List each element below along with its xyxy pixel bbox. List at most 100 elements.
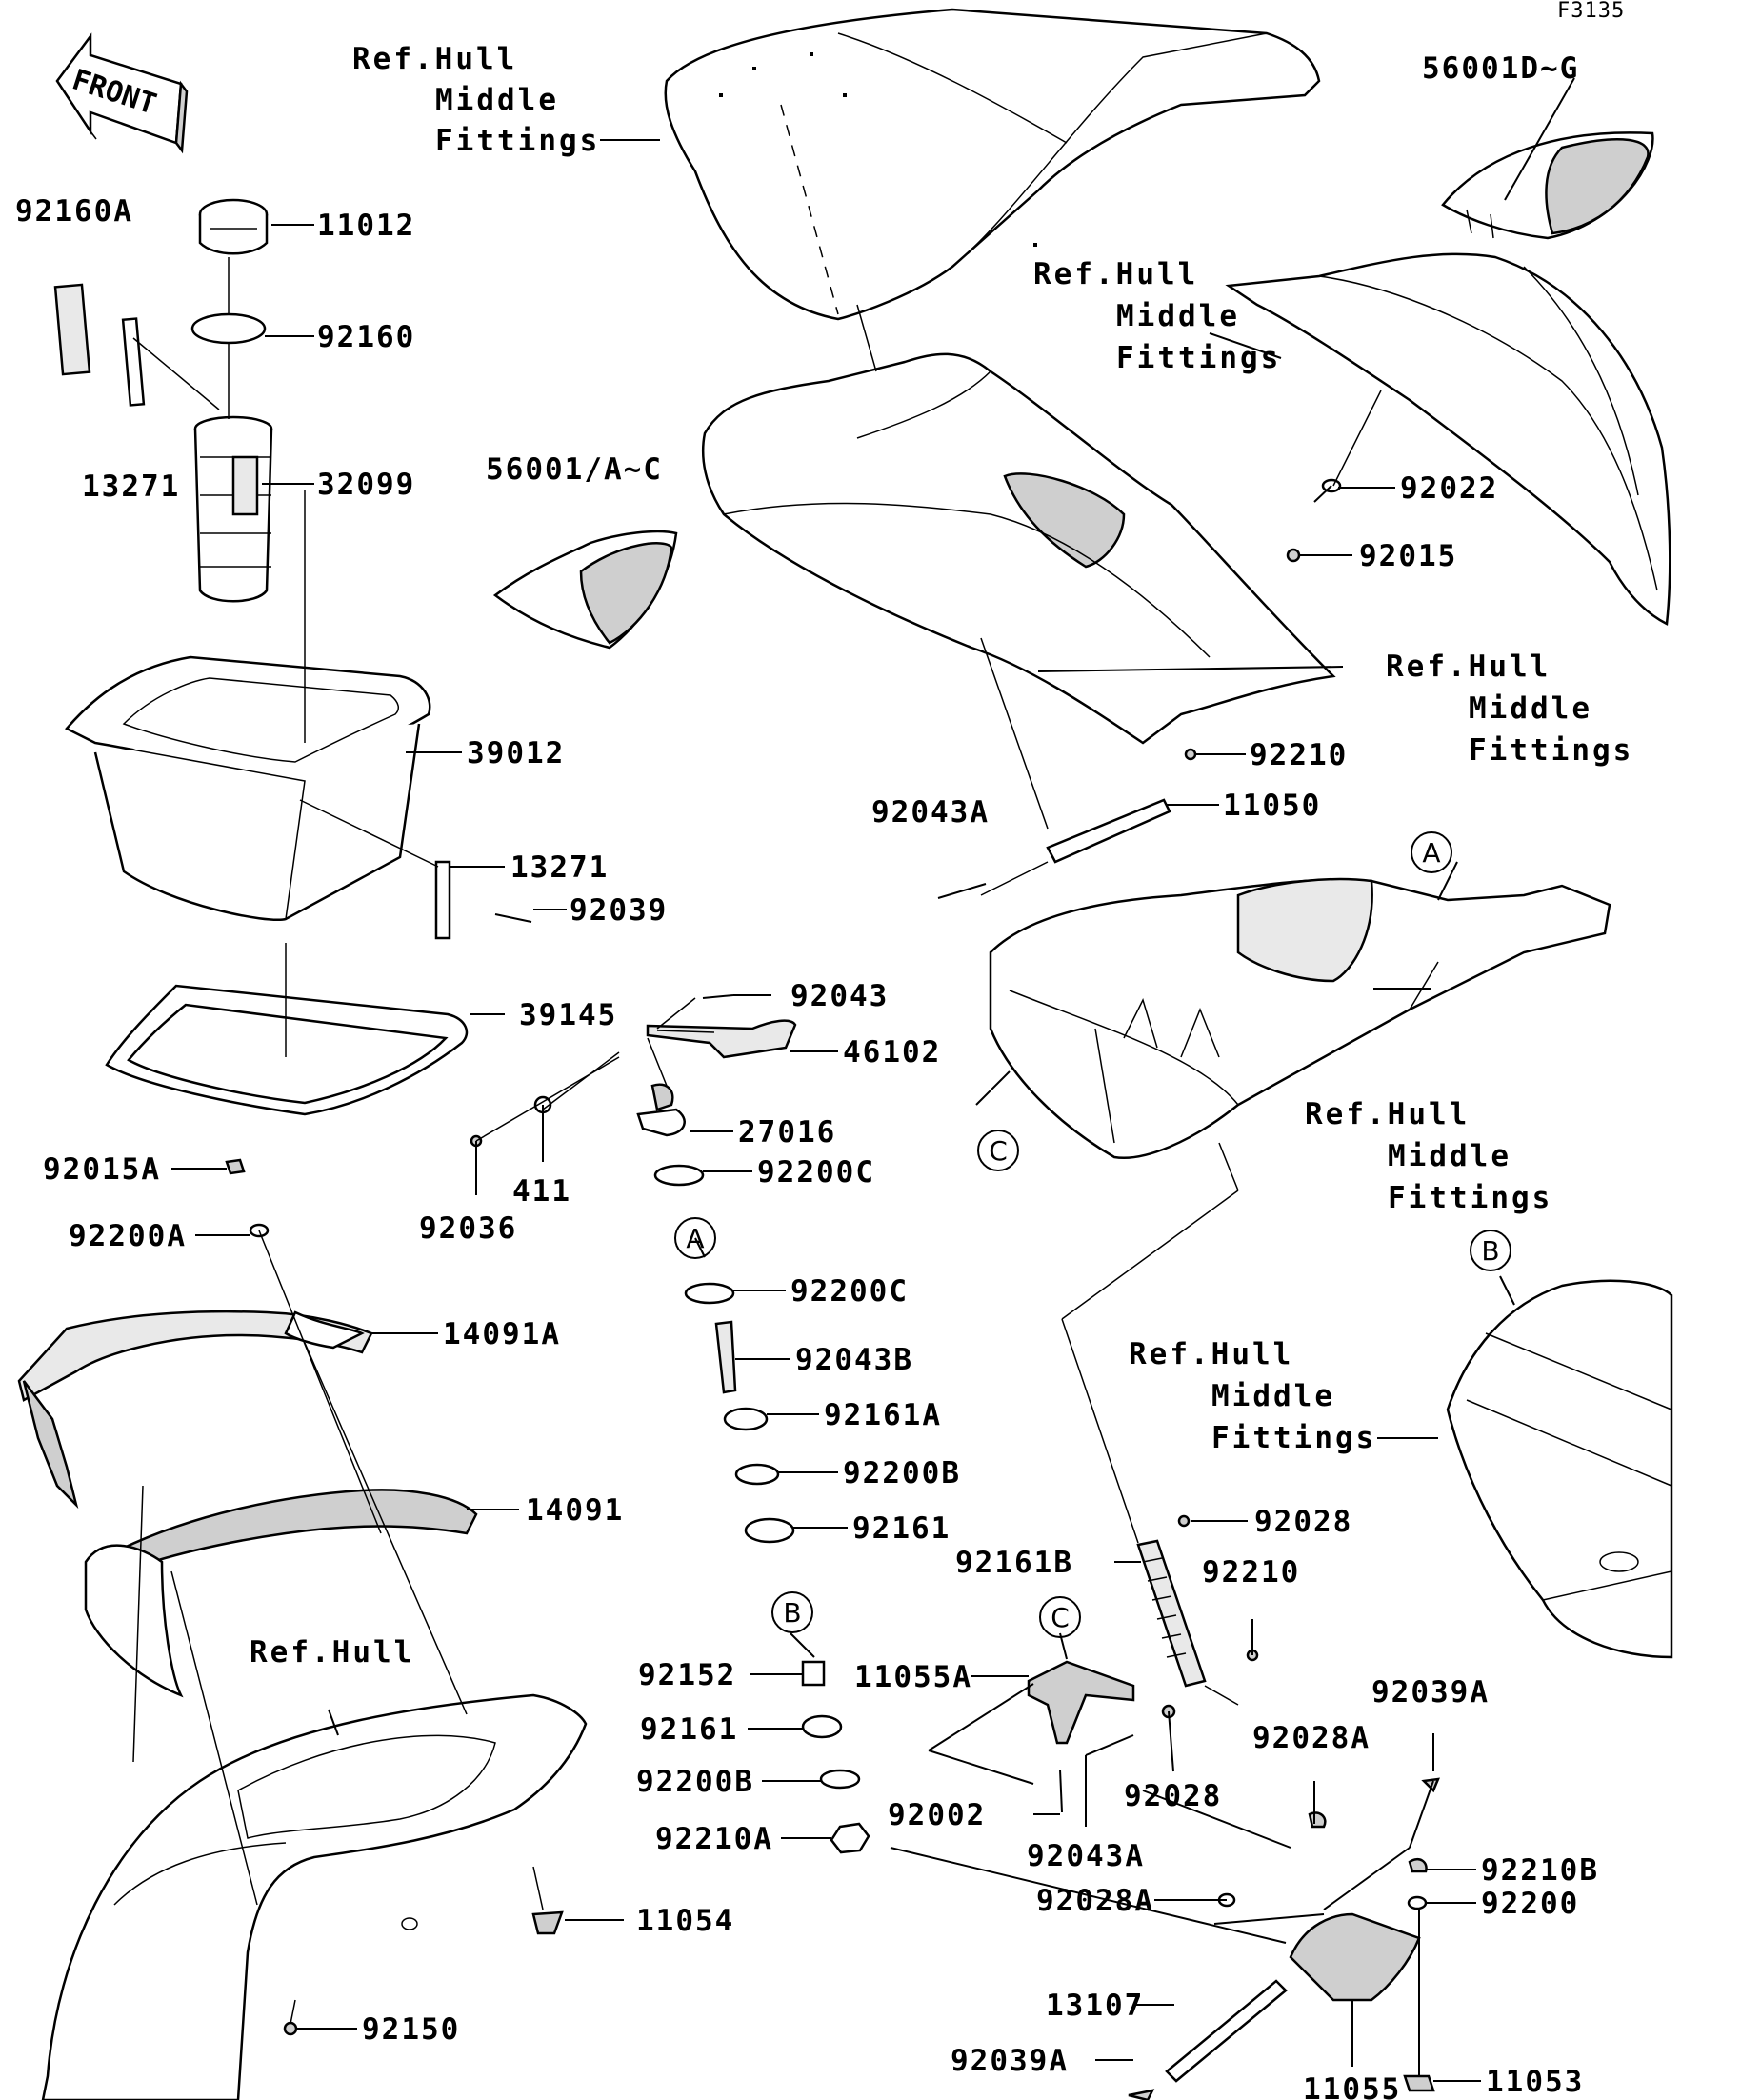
nut-92028-upper-shape: [1177, 1514, 1191, 1528]
ref-line: Fittings: [1469, 733, 1633, 768]
part-label: 92200B: [843, 1456, 961, 1490]
ref-line: Fittings: [1388, 1181, 1552, 1215]
part-label: 411: [512, 1174, 571, 1209]
part-label: 39012: [467, 736, 565, 770]
ref-label-hull: Ref.Hull: [250, 1635, 414, 1670]
collar-92161-lower-shape: [801, 1714, 843, 1739]
collar-92161-upper-shape: [744, 1517, 795, 1544]
ref-line: Fittings: [435, 124, 600, 158]
ref-label-top-left: Ref.Hull Middle Fittings: [352, 42, 600, 158]
ref-line: Ref.Hull: [1033, 257, 1198, 291]
bolt-92043b-shape: [714, 1320, 737, 1394]
part-label: 92161A: [824, 1398, 942, 1432]
handle-grip-left-shape: [492, 530, 678, 650]
bolt-92043-shape: [702, 994, 734, 999]
front-direction-arrow: FRONT: [55, 32, 189, 154]
figure-id: F3135: [1557, 0, 1625, 23]
storage-bin-39012-shape: [65, 655, 431, 921]
part-label: 32099: [317, 468, 415, 502]
part-label: 92200: [1481, 1887, 1579, 1921]
callout-circle-c-bracket: C: [1039, 1596, 1081, 1638]
ref-line: Ref.Hull: [352, 42, 517, 76]
rail-14091-shape: [112, 1489, 478, 1573]
part-label: 92015A: [43, 1152, 161, 1187]
part-label: 92210: [1202, 1555, 1300, 1590]
callout-letter: A: [686, 1223, 704, 1254]
pin-13107-shape: [1165, 1979, 1288, 2083]
part-label: 46102: [843, 1035, 941, 1070]
bolt-92043a-upper-shape: [937, 883, 987, 899]
part-label: 11012: [317, 209, 415, 243]
part-label: 92210: [1250, 738, 1348, 772]
ref-line: Ref.Hull: [1386, 650, 1551, 684]
washer-92200-shape: [1407, 1895, 1428, 1910]
nut-92210a-shape: [830, 1822, 870, 1854]
part-label: 92150: [362, 2012, 460, 2047]
hull-side-curve-shape: [84, 1544, 184, 1698]
part-label: 13271: [82, 470, 180, 504]
hull-rear-shape: [41, 1693, 588, 2100]
part-label: 56001/A~C: [486, 452, 663, 487]
screw-92150-shape: [283, 2021, 298, 2036]
bracket-11055-shape: [1289, 1912, 1421, 2002]
ref-line: Ref.Hull: [1305, 1097, 1470, 1131]
part-label: 92043A: [1027, 1839, 1145, 1873]
part-label: 92028: [1124, 1779, 1222, 1813]
ref-label-console: Ref.Hull Middle Fittings: [1386, 650, 1633, 768]
bolt-92043a-lower-shape: [1085, 1734, 1134, 1756]
part-label: 11055A: [854, 1660, 972, 1694]
part-label: 92039A: [951, 2044, 1069, 2078]
collar-92161a-shape: [723, 1407, 769, 1431]
ref-line: Ref.Hull: [250, 1635, 414, 1670]
nut-92210-upper-shape: [1184, 748, 1197, 761]
part-label: 92039A: [1371, 1675, 1490, 1710]
bracket-11055a-shape: [1027, 1660, 1135, 1745]
bracket-13271-lower-shape: [434, 860, 451, 940]
part-label: 92039: [570, 893, 668, 928]
part-label: 92015: [1359, 539, 1457, 573]
part-label: 92152: [638, 1658, 736, 1692]
part-label: 92028: [1254, 1505, 1352, 1539]
leader-lines: [132, 77, 1575, 2082]
nut-92015a-shape: [225, 1158, 246, 1175]
nut-92015-shape: [1286, 548, 1301, 563]
right-side-panel-shape: [1225, 252, 1671, 626]
washer-92200b-lower-shape: [819, 1769, 861, 1790]
screw-92039-shape: [494, 913, 532, 923]
callout-letter: C: [989, 1135, 1008, 1167]
spacer-92152-shape: [801, 1660, 826, 1687]
part-number-labels: 56001D~G 92160A 11012 92160 13271 32099 …: [15, 51, 1599, 2100]
part-label: 92200A: [69, 1219, 187, 1253]
ref-line: Middle: [1469, 691, 1592, 726]
part-label: 11054: [636, 1904, 734, 1938]
upper-deck-cover-shape: [664, 8, 1321, 321]
part-label: 92028A: [1036, 1884, 1154, 1918]
part-label: 92043B: [795, 1343, 913, 1377]
part-label: 13107: [1046, 1989, 1144, 2023]
callout-circle-a-stack: A: [674, 1217, 716, 1259]
part-label: 92161: [852, 1511, 951, 1546]
washer-92200c-lower-shape: [684, 1282, 735, 1305]
oring-92160-shape: [190, 312, 267, 345]
part-label: 92210B: [1481, 1853, 1599, 1888]
callout-circle-c-tray: C: [977, 1130, 1019, 1171]
ref-line: Middle: [1211, 1379, 1335, 1413]
callout-letter: A: [1422, 837, 1440, 869]
part-label: 92160: [317, 320, 415, 354]
part-label: 27016: [738, 1115, 836, 1150]
ref-label-lower-right: Ref.Hull Middle Fittings: [1129, 1337, 1373, 1455]
part-label: 92002: [888, 1798, 986, 1832]
nut-92028a-upper-shape: [1308, 1811, 1327, 1829]
callout-circle-b-stack: B: [771, 1591, 813, 1633]
middle-console-shape: [701, 352, 1336, 745]
part-label: 92161B: [955, 1546, 1073, 1580]
ref-line: Middle: [1116, 299, 1240, 333]
part-label: 14091A: [443, 1317, 561, 1351]
part-label: 92200B: [636, 1765, 754, 1799]
ref-label-top-right: Ref.Hull Middle Fittings: [1033, 257, 1278, 375]
part-label: 92210A: [655, 1822, 773, 1856]
part-label: 11050: [1223, 789, 1321, 823]
washer-92200c-upper-shape: [653, 1164, 705, 1187]
tube-32099-shape: [193, 415, 273, 603]
